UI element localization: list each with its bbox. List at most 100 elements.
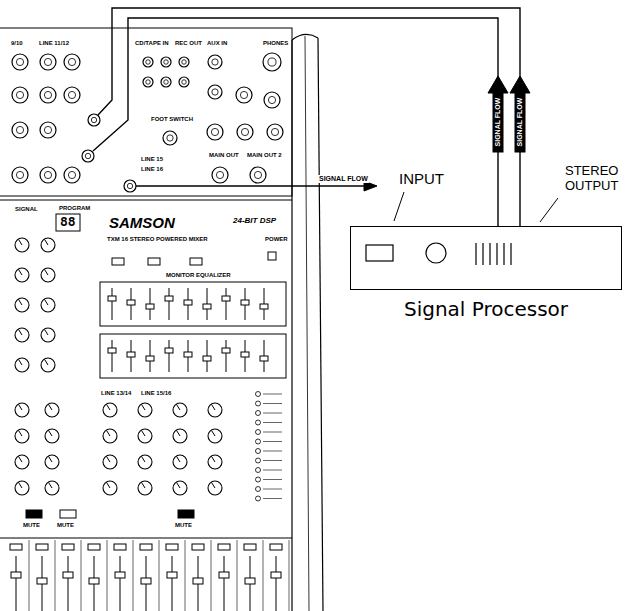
eq-slider-cap <box>203 356 211 361</box>
jack-socket <box>161 77 171 87</box>
vent-slot <box>496 243 497 265</box>
vent-slot <box>489 243 490 265</box>
jack-hole <box>211 128 218 135</box>
knob <box>45 403 59 417</box>
jack-hole <box>44 126 51 133</box>
channel-button <box>36 544 48 550</box>
knob-pointer <box>142 456 146 462</box>
signal-wire <box>98 8 520 226</box>
channel-button <box>244 544 256 550</box>
jack-socket <box>208 55 222 69</box>
eq-slider-cap <box>165 296 173 301</box>
callout-label: STEREO OUTPUT <box>564 164 628 194</box>
channel-divider <box>263 540 264 611</box>
eq-slider-track <box>226 288 227 320</box>
fader-cap <box>271 572 281 578</box>
meter-led <box>256 496 261 501</box>
eq-slider-cap <box>260 356 268 361</box>
channel-button <box>192 544 204 550</box>
jack-socket <box>64 167 80 183</box>
processor-housing <box>350 226 622 290</box>
panel-label: MONITOR EQUALIZER <box>165 272 232 279</box>
jack-hole <box>212 59 218 65</box>
meter-scale <box>263 403 282 404</box>
callout-label: INPUT <box>398 170 445 187</box>
jack-socket <box>12 167 28 183</box>
meter-led <box>256 449 261 454</box>
knob <box>41 268 55 282</box>
fader-cap <box>115 572 125 578</box>
meter-led <box>256 411 261 416</box>
meter-scale <box>263 413 282 414</box>
knob-pointer <box>19 299 23 305</box>
eq-slider-cap <box>203 304 211 309</box>
knob-pointer <box>177 404 181 410</box>
eq-slider-cap <box>127 300 135 305</box>
knob <box>103 455 117 469</box>
fader-track <box>16 556 17 611</box>
channel-divider <box>55 540 56 611</box>
eq-slider-cap <box>108 296 116 301</box>
signal-flow-label: SIGNAL FLOW <box>318 175 369 183</box>
meter-led <box>256 392 261 397</box>
jack-socket <box>161 57 171 67</box>
knob-pointer <box>107 456 111 462</box>
knob <box>103 429 117 443</box>
button-label: MUTE <box>56 522 75 529</box>
knob <box>103 481 117 495</box>
eq-slider-cap <box>260 304 268 309</box>
jack-hole <box>216 171 223 178</box>
jack-hole <box>271 128 278 135</box>
rear-jack-panel <box>0 28 292 196</box>
jack-label: MAIN OUT 2 <box>246 152 283 159</box>
meter-scale <box>263 470 282 471</box>
jack-hole <box>44 91 51 98</box>
channel-button <box>88 544 100 550</box>
jack-hole <box>164 80 169 85</box>
signal-flow-band <box>493 92 503 152</box>
side-handle <box>305 36 309 611</box>
jack-hole <box>146 60 151 65</box>
graphic-equalizer <box>100 334 286 378</box>
vent-slot <box>482 243 483 265</box>
side-handle <box>291 40 292 611</box>
jack-hole <box>68 91 75 98</box>
jack-hole <box>212 89 218 95</box>
push-button <box>112 258 124 265</box>
jack-hole <box>16 91 23 98</box>
jack-socket <box>163 131 177 145</box>
knob-pointer <box>45 329 49 335</box>
side-handle <box>318 38 323 611</box>
knob <box>15 429 29 443</box>
jack-socket <box>40 54 56 70</box>
knob <box>15 268 29 282</box>
jack-hole <box>44 58 51 65</box>
jack-socket <box>263 53 281 71</box>
knob <box>208 455 222 469</box>
fader-cap <box>11 572 21 578</box>
eq-slider-cap <box>146 356 154 361</box>
fader-cap <box>167 572 177 578</box>
knob <box>45 481 59 495</box>
knob <box>138 481 152 495</box>
fader-track <box>68 556 69 611</box>
jack-socket <box>212 167 228 183</box>
knob <box>15 298 29 312</box>
knob <box>173 455 187 469</box>
knob-pointer <box>212 482 216 488</box>
meter-led <box>256 487 261 492</box>
knob <box>41 298 55 312</box>
knob <box>208 403 222 417</box>
vent-slot <box>475 243 476 265</box>
knob-pointer <box>142 430 146 436</box>
jack-socket <box>208 85 222 99</box>
knob <box>208 429 222 443</box>
meter-led <box>256 458 261 463</box>
signal-flow-label: SIGNAL FLOW <box>494 97 502 148</box>
knob <box>41 358 55 372</box>
meter-led <box>256 401 261 406</box>
channel-button <box>10 544 22 550</box>
signal-flow-label: SIGNAL FLOW <box>516 97 524 148</box>
vent-slot <box>503 243 504 265</box>
jack-socket <box>64 87 80 103</box>
